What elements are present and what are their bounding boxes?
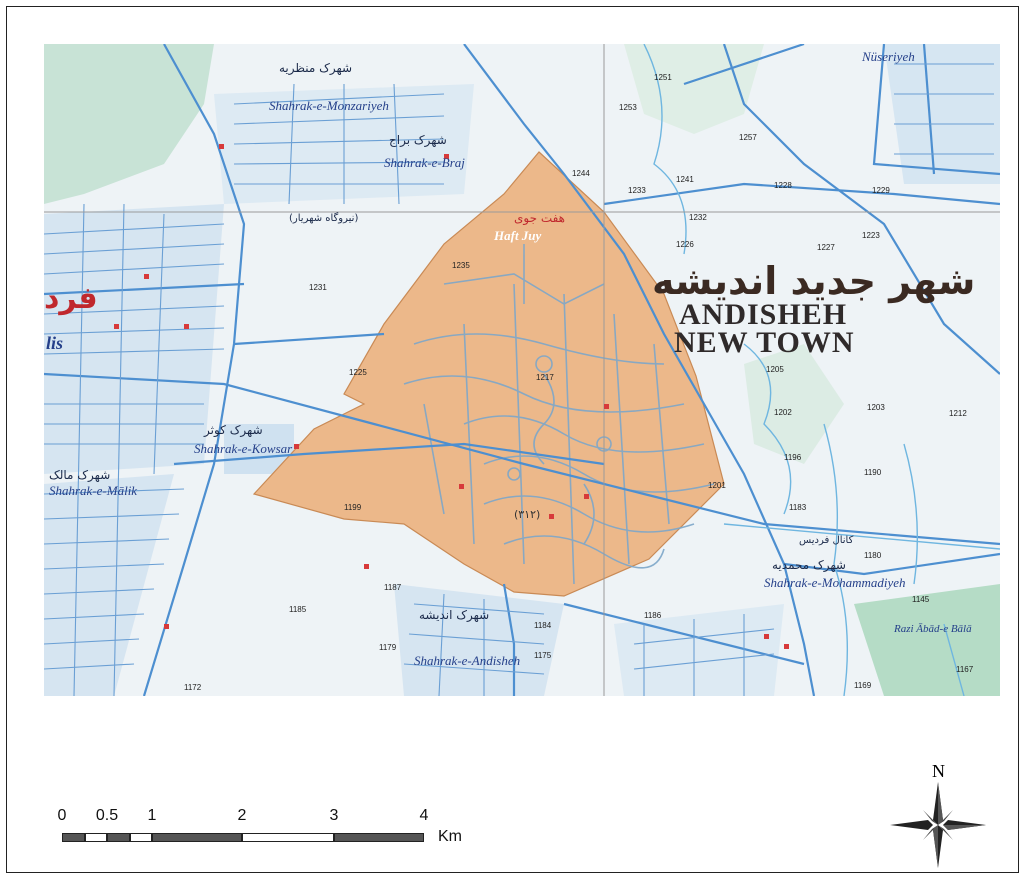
place-kowsar: Shahrak-e-Kowsar [194,441,293,456]
elev-1241: 1241 [676,175,694,184]
place-razi-abad: Razi Ābād-e Bālā [894,623,972,635]
elev-1172: 1172 [184,683,202,692]
place-lis: lis [46,333,64,353]
canal-label: کانال فردیس [799,535,854,546]
elev-1179: 1179 [379,643,397,652]
scale-segment [334,833,424,842]
elev-1235: 1235 [452,261,470,270]
title-english-line1: ANDISHEH [679,298,848,331]
place-monazeriyeh: Shahrak-e-Monzariyeh [269,98,389,113]
scale-tick-4: 4 [419,807,429,824]
elev-1223: 1223 [862,231,880,240]
place-andisheh-fa: شهرک اندیشه [419,608,490,622]
place-baraj: Shahrak-e-Braj [384,155,465,170]
elev-1180: 1180 [864,551,882,560]
landfill-label: (نیروگاه شهریار) [289,213,359,224]
elev-1183: 1183 [789,503,807,512]
elev-1225: 1225 [349,368,367,377]
scale-tick-0-5: 0.5 [95,807,119,824]
elev-1184: 1184 [534,621,552,630]
elev-1231: 1231 [309,283,327,292]
elev-1251: 1251 [654,73,672,82]
place-haftjuy-fa: هفت جوی [514,211,566,225]
elev-1202: 1202 [774,408,792,417]
elev-1169: 1169 [854,681,872,690]
place-mohammadiyeh-fa: شهرک محمدیه [772,558,846,572]
title-farsi: شهر جدید اندیشه [652,259,976,303]
place-haftjuy: Haft Juy [494,228,542,243]
map-canvas[interactable]: شهر جدید اندیشه ANDISHEH NEW TOWN Nüseri… [44,44,1000,696]
scale-tick-1: 1 [147,807,157,824]
elev-1190: 1190 [864,468,882,477]
place-monazeriyeh-fa: شهرک منظریه [279,61,353,75]
map-frame: شهر جدید اندیشه ANDISHEH NEW TOWN Nüseri… [6,6,1019,873]
elev-1196: 1196 [784,453,802,462]
scale-tick-3: 3 [329,807,339,824]
place-malik: Shahrak-e-Mālik [49,483,138,498]
scale-unit: Km [438,828,462,845]
elev-1212: 1212 [949,409,967,418]
elev-1217: 1217 [536,373,554,382]
elev-1145: 1145 [912,595,930,604]
place-nuseriyeh: Nüseriyeh [862,49,915,64]
elev-1232: 1232 [689,213,707,222]
map-graphics [44,44,1000,696]
north-arrow: N [890,761,1002,872]
place-fard: فرد [44,281,98,316]
compass-rose-icon [890,782,986,868]
place-mohammadiyeh: Shahrak-e-Mohammadiyeh [764,575,906,590]
elev-1187: 1187 [384,583,402,592]
elev-1205: 1205 [766,365,784,374]
elev-1233: 1233 [628,186,646,195]
place-malek-fa: شهرک مالک [49,468,111,482]
elev-1229: 1229 [872,186,890,195]
title-english-line2: NEW TOWN [674,326,855,359]
elev-1186: 1186 [644,611,662,620]
elev-1167: 1167 [956,665,974,674]
elev-1175: 1175 [534,651,552,660]
elev-1228: 1228 [774,181,792,190]
elev-1227: 1227 [817,243,835,252]
scale-segment [107,833,130,842]
zone-label: (۳۱۲) [514,508,541,521]
elev-1226: 1226 [676,240,694,249]
scale-segment [152,833,242,842]
scale-tick-2: 2 [237,807,247,824]
place-baraj-fa: شهرک براج [389,133,447,147]
elev-1185: 1185 [289,605,307,614]
north-label: N [932,761,945,781]
elev-1253: 1253 [619,103,637,112]
elev-1203: 1203 [867,403,885,412]
place-kowsar-fa: شهرک کوثر [204,423,263,437]
place-andisheh-old: Shahrak-e-Andisheh [414,653,521,668]
scale-tick-0: 0 [57,807,67,824]
scale-segment [62,833,85,842]
elev-1199: 1199 [344,503,362,512]
scale-segment [130,833,152,842]
scale-segment [242,833,334,842]
elev-1244: 1244 [572,169,590,178]
elev-1257: 1257 [739,133,757,142]
elev-1201: 1201 [708,481,726,490]
scale-segment [85,833,107,842]
